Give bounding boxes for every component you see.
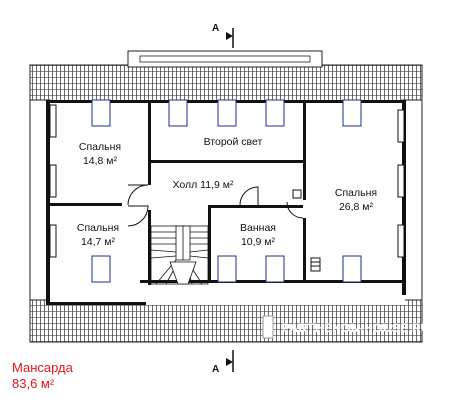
room-label-bedroom-1: Спальня xyxy=(79,141,121,153)
fixtures xyxy=(292,189,321,272)
svg-text:PARTHENON-HOUSE.RU: PARTHENON-HOUSE.RU xyxy=(282,321,430,335)
svg-text:А: А xyxy=(212,23,219,34)
watermark: PARTHENON-HOUSE.RU xyxy=(262,315,430,339)
svg-text:А: А xyxy=(212,364,219,375)
floor-area: 83,6 м² xyxy=(12,376,55,391)
room-area-bathroom: 10,9 м² xyxy=(241,236,276,248)
room-area-bedroom-3: 14,7 м² xyxy=(81,236,116,248)
interior-walls xyxy=(50,100,306,285)
room-label-hall: Холл 11,9 м² xyxy=(173,179,234,191)
room-area-bedroom-2: 26,8 м² xyxy=(339,201,374,213)
door-swings xyxy=(127,184,304,227)
room-label-bathroom: Ванная xyxy=(240,222,276,234)
section-mark-bottom: А xyxy=(212,350,234,375)
room-area-bedroom-1: 14,8 м² xyxy=(83,155,118,167)
room-label-bedroom-3: Спальня xyxy=(77,222,119,234)
floor-name: Мансарда xyxy=(12,360,73,375)
roof-top xyxy=(29,50,423,106)
skylights xyxy=(91,99,362,283)
staircase xyxy=(150,225,209,285)
room-label-bedroom-2: Спальня xyxy=(335,187,377,199)
floor-caption: Мансарда 83,6 м² xyxy=(12,360,73,392)
dormer-openings xyxy=(49,104,405,258)
room-label-second-light: Второй свет xyxy=(204,136,263,148)
section-mark-top: А xyxy=(212,23,234,48)
